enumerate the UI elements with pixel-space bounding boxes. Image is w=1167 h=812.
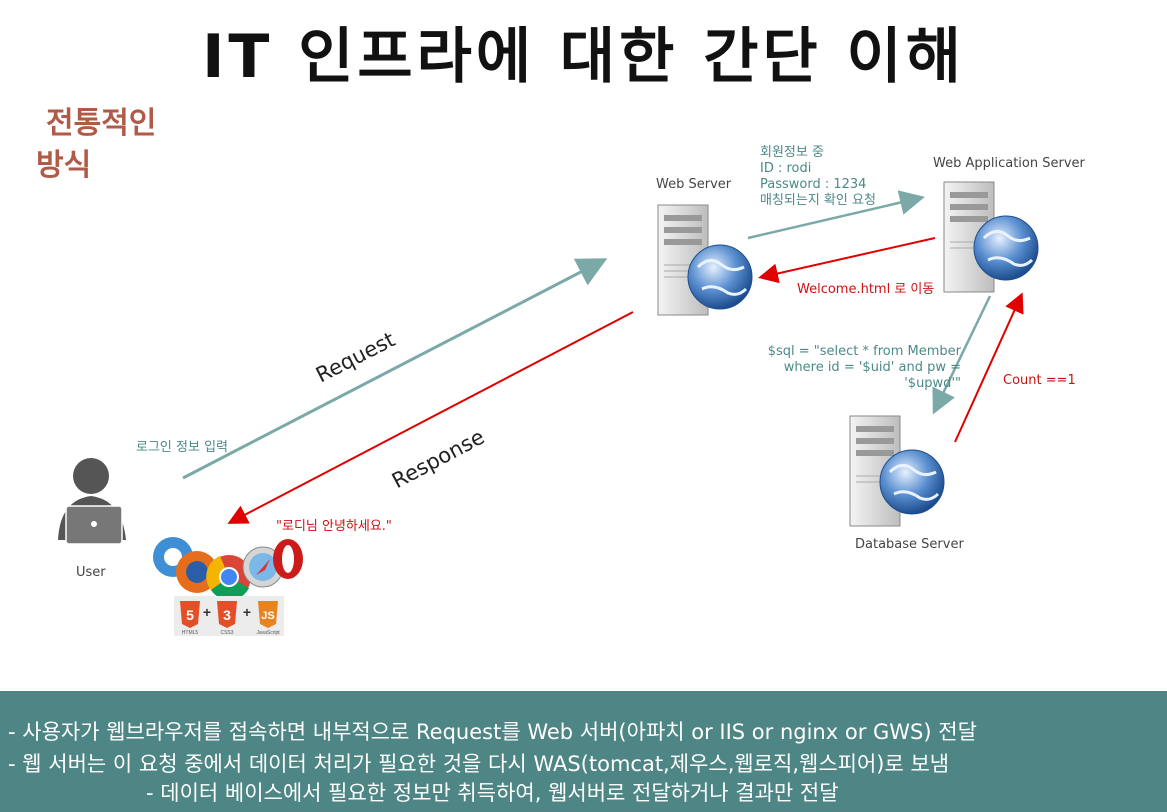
response-arrow (227, 311, 634, 524)
web-server-icon (657, 204, 753, 316)
subtitle-line1: 전통적인 (46, 106, 157, 141)
database-server-label: Database Server (855, 537, 964, 552)
page-title: IT 인프라에 대한 간단 이해 (202, 22, 965, 92)
member-check-line: Password : 1234 (760, 177, 867, 192)
was-response-arrow (758, 237, 936, 284)
js-label: JavaScript (256, 630, 280, 636)
count-note: Count ==1 (1003, 373, 1076, 388)
member-check-note: 회원정보 중 ID : rodi Password : 1234 매칭되는지 확… (760, 145, 876, 209)
was-server-icon (943, 181, 1039, 293)
request-arrow (182, 258, 608, 480)
web-server-label: Web Server (656, 177, 732, 192)
was-label: Web Application Server (933, 156, 1085, 171)
user-icon (58, 458, 126, 545)
svg-text:+: + (243, 604, 251, 620)
html5-label: HTML5 (182, 630, 199, 636)
svg-text:3: 3 (223, 607, 231, 623)
css3-icon (217, 601, 237, 628)
sql-line: $sql = "select * from Member (767, 344, 961, 359)
db-query-arrow (932, 295, 992, 415)
html5-icon (180, 601, 200, 628)
svg-text:+: + (203, 604, 211, 620)
user-label: User (76, 565, 106, 580)
database-server-icon (849, 415, 945, 527)
js-icon (258, 601, 278, 628)
subtitle-line2: 방식 (36, 148, 92, 183)
db-result-arrow (954, 292, 1024, 443)
bullet-line-3: - 데이터 베이스에서 필요한 정보만 취득하여, 웹서버로 전달하거나 결과만… (146, 781, 839, 805)
explanation-panel: - 사용자가 웹브라우저를 접속하면 내부적으로 Request를 Web 서버… (0, 691, 1167, 812)
svg-text:JS: JS (261, 610, 274, 622)
member-check-line: ID : rodi (760, 161, 812, 176)
welcome-note: Welcome.html 로 이동 (797, 282, 935, 297)
sql-note: $sql = "select * from Member where id = … (736, 344, 961, 392)
css3-label: CSS3 (220, 630, 233, 636)
greeting-note: "로디님 안녕하세요." (276, 519, 392, 534)
login-input-note: 로그인 정보 입력 (136, 440, 228, 455)
member-check-line: 회원정보 중 (760, 145, 824, 160)
sql-line: where id = '$uid' and pw = '$upwd'" (783, 360, 961, 391)
browser-icons (153, 537, 303, 600)
bullet-line-1: - 사용자가 웹브라우저를 접속하면 내부적으로 Request를 Web 서버… (8, 720, 977, 744)
member-check-line: 매칭되는지 확인 요청 (760, 193, 876, 208)
bullet-line-2: - 웹 서버는 이 요청 중에서 데이터 처리가 필요한 것을 다시 WAS(t… (8, 752, 950, 776)
was-request-arrow (747, 190, 925, 240)
svg-text:5: 5 (186, 607, 194, 623)
